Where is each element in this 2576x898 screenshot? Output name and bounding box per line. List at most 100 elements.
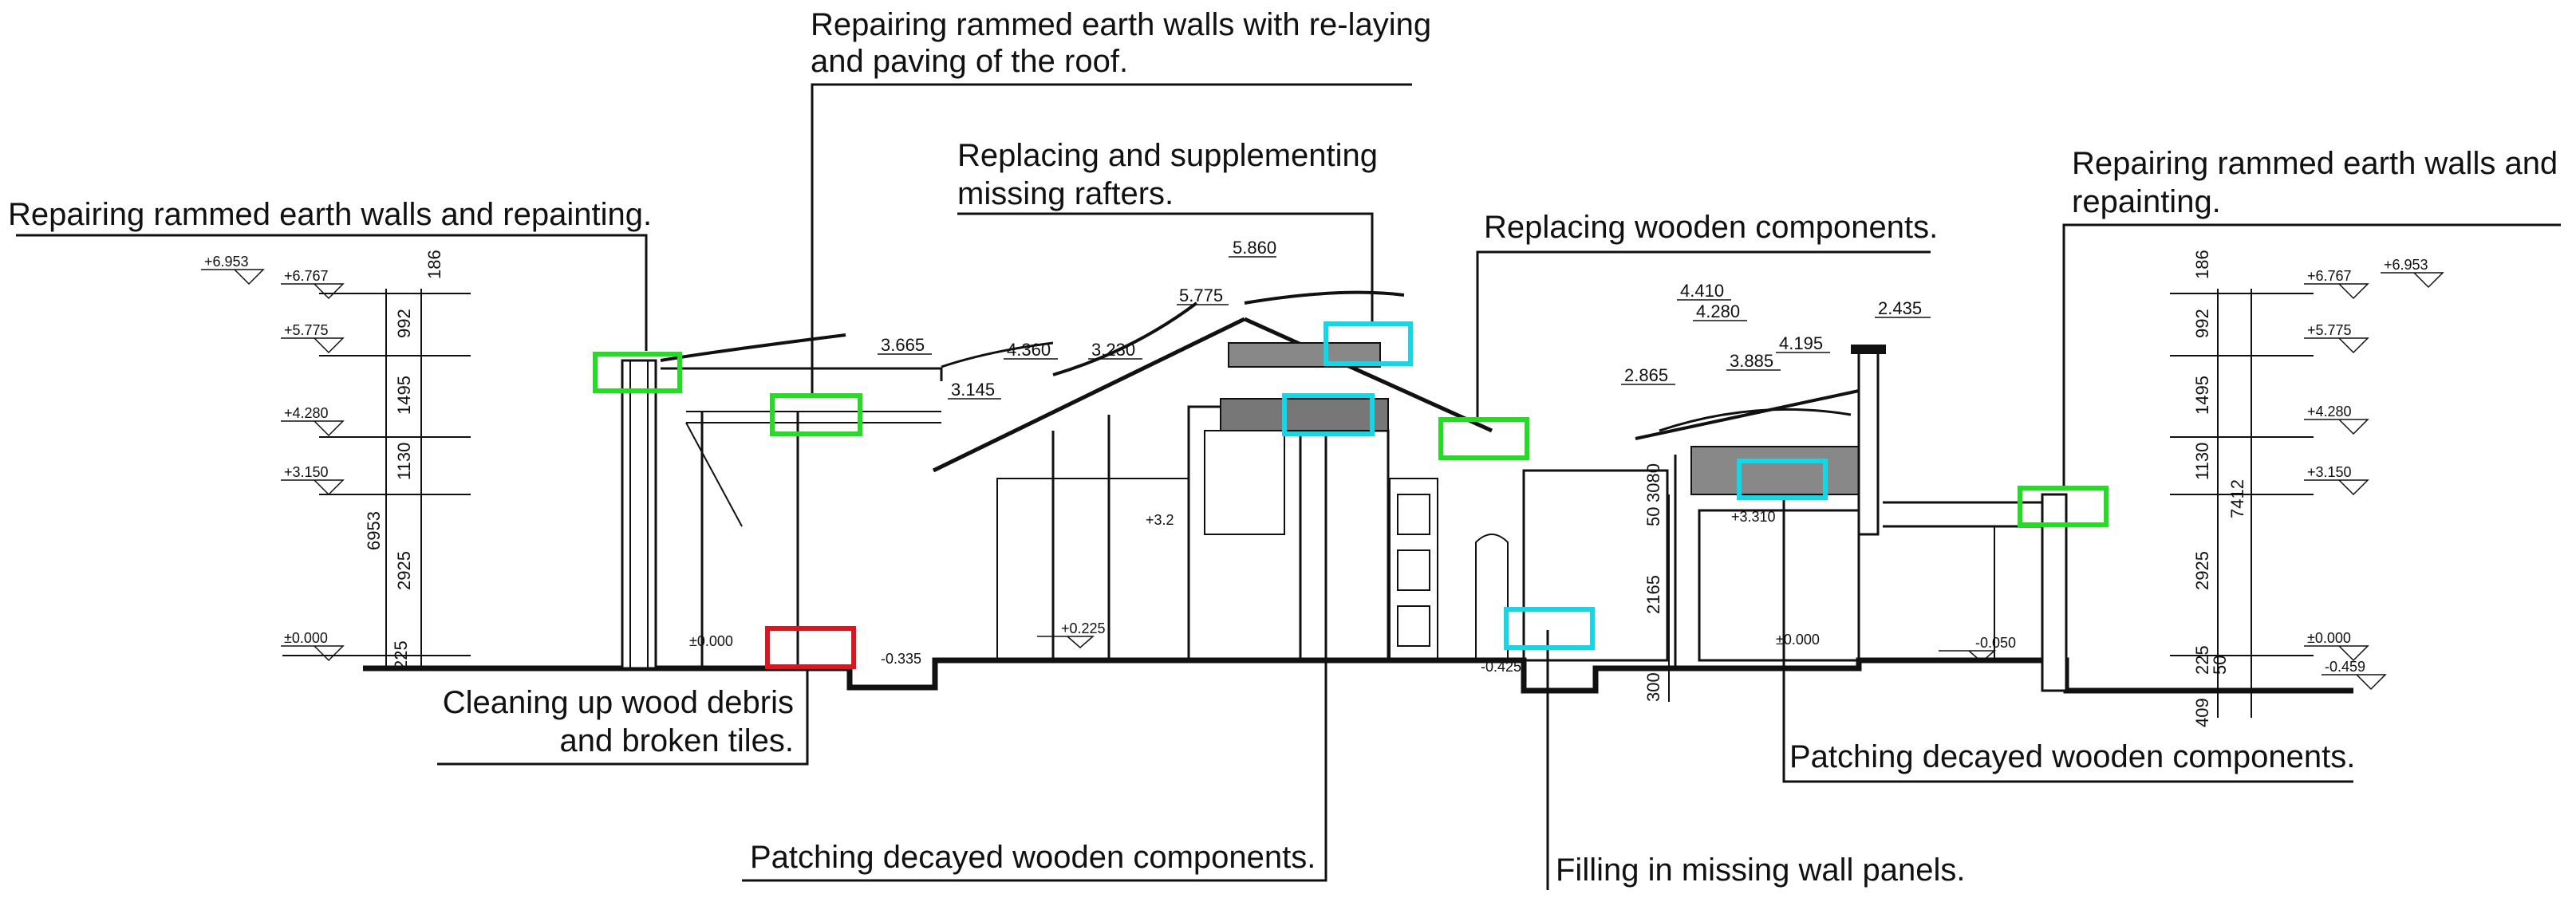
- elev-left-6953: +6.953: [204, 254, 249, 270]
- dim-left-992: 992: [394, 309, 414, 338]
- height-2435: 2.435: [1878, 298, 1922, 318]
- annotation-roof-line1: Repairing rammed earth walls with re-lay…: [811, 7, 1431, 42]
- annotation-wall-panels: Filling in missing wall panels.: [1546, 630, 1966, 890]
- dim-right-225: 225: [2192, 645, 2212, 675]
- highlight-wall-panels-cyan: [1504, 607, 1595, 650]
- elev-right-0459: -0.459: [2325, 659, 2365, 675]
- leader-rafters: [957, 212, 1374, 325]
- left-wall: [621, 359, 657, 670]
- courtyard-wall: [1522, 469, 1669, 662]
- annotation-left-walls: Repairing rammed earth walls and repaint…: [8, 197, 652, 351]
- leader-left-walls: [16, 234, 648, 351]
- annotation-wooden-text: Replacing wooden components.: [1484, 210, 1938, 245]
- leader-wooden: [1476, 250, 1931, 421]
- annotation-cleanup-line1: Cleaning up wood debris: [443, 685, 794, 720]
- highlight-patch-right-cyan: [1737, 459, 1828, 500]
- dim-right-2925: 2925: [2192, 551, 2212, 590]
- dim-left-2925: 2925: [394, 551, 414, 590]
- annotation-right-walls: Repairing rammed earth walls and repaint…: [2062, 146, 2561, 488]
- elev-left-3150: +3.150: [284, 464, 329, 480]
- dim-right-409: 409: [2192, 698, 2212, 727]
- dim-left-1495: 1495: [394, 376, 414, 415]
- highlight-wooden-green: [1438, 417, 1529, 460]
- height-4280: 4.280: [1696, 301, 1740, 321]
- leader-cleanup: [437, 667, 809, 766]
- elev-right-5775: +5.775: [2307, 322, 2352, 338]
- height-5775: 5.775: [1179, 286, 1223, 305]
- right-elevation-scale: +6.767 +6.953 +5.775 +4.280 +3.150 ±0.00…: [2170, 250, 2444, 727]
- elev-left-5775: +5.775: [284, 322, 329, 338]
- dim-center-3080: 3080: [1643, 463, 1663, 502]
- highlight-roof-green: [770, 393, 862, 436]
- elev-left-6767: +6.767: [284, 268, 329, 284]
- elev-right-4280: +4.280: [2307, 404, 2352, 419]
- highlight-cleanup-red: [765, 626, 856, 669]
- height-3665: 3.665: [881, 335, 925, 355]
- dim-right-1495: 1495: [2192, 376, 2212, 415]
- leader-right-walls: [2062, 223, 2561, 488]
- building-section: [363, 290, 2353, 694]
- height-3885: 3.885: [1730, 351, 1773, 371]
- height-4195: 4.195: [1779, 333, 1823, 353]
- section-level-labels: ±0.000 -0.335 +0.225 +3.2 -0.425 +3.310 …: [689, 509, 2016, 675]
- dim-left-6953: 6953: [364, 511, 384, 550]
- center-dims: 50 3080 2165 300: [1643, 463, 1670, 702]
- annotation-patch-bottom: Patching decayed wooden components.: [742, 405, 1327, 882]
- level-0225: +0.225: [1061, 620, 1106, 636]
- highlight-left-wall-green: [593, 352, 682, 393]
- level-0000-right: ±0.000: [1776, 632, 1820, 648]
- leader-patch-bottom: [742, 405, 1327, 882]
- annotation-left-walls-text: Repairing rammed earth walls and repaint…: [8, 197, 652, 232]
- elev-right-6767: +6.767: [2307, 268, 2352, 284]
- dim-right-50: 50: [2210, 656, 2230, 675]
- main-roof-left: [932, 317, 1246, 473]
- annotation-right-walls-line1: Repairing rammed earth walls and: [2072, 146, 2558, 181]
- dim-left-186: 186: [424, 250, 444, 279]
- elev-left-0000: ±0.000: [284, 630, 328, 646]
- dim-right-1130: 1130: [2192, 443, 2212, 480]
- leader-patch-right: [1782, 490, 2353, 783]
- section-height-labels: 5.860 5.775 3.665 3.145 4.360 3.230 4.41…: [878, 238, 1931, 400]
- height-3145: 3.145: [951, 380, 995, 400]
- annotation-patch-right: Patching decayed wooden components.: [1782, 490, 2355, 783]
- dim-right-7412: 7412: [2227, 479, 2247, 518]
- dim-right-992: 992: [2192, 309, 2212, 338]
- highlight-patch-cyan: [1282, 393, 1375, 436]
- height-4360: 4.360: [1007, 340, 1051, 360]
- annotation-patch-right-text: Patching decayed wooden components.: [1789, 739, 2355, 774]
- level-0335: -0.335: [881, 651, 921, 667]
- chimney: [1857, 349, 1880, 536]
- left-roof-tiles: [660, 333, 846, 362]
- dim-center-300: 300: [1643, 672, 1663, 702]
- level-0425: -0.425: [1481, 659, 1521, 675]
- height-5860: 5.860: [1233, 238, 1276, 258]
- annotation-roof: Repairing rammed earth walls with re-lay…: [811, 7, 1431, 397]
- dim-center-50: 50: [1643, 507, 1663, 526]
- annotation-cleanup: Cleaning up wood debris and broken tiles…: [437, 667, 809, 766]
- elev-right-0000: ±0.000: [2307, 630, 2351, 646]
- left-elevation-scale: +6.953 +6.767 +5.775 +4.280 +3.150 ±0.00…: [201, 250, 471, 670]
- dim-left-1130: 1130: [394, 443, 414, 480]
- annotation-roof-line2: and paving of the roof.: [811, 44, 1128, 79]
- highlight-right-wall-green: [2018, 486, 2109, 527]
- level-0050: -0.050: [1975, 635, 2016, 651]
- elev-left-4280: +4.280: [284, 405, 329, 421]
- level-3310: +3.310: [1731, 509, 1776, 525]
- lattice-door: [1389, 478, 1438, 661]
- annotation-rafters-line1: Replacing and supplementing: [957, 138, 1378, 173]
- elev-right-3150: +3.150: [2307, 464, 2352, 480]
- right-roof: [1635, 389, 1860, 440]
- leader-roof: [811, 83, 1412, 397]
- annotation-rafters: Replacing and supplementing missing raft…: [957, 138, 1378, 325]
- height-2865: 2.865: [1624, 365, 1668, 385]
- highlight-rafters-cyan: [1324, 321, 1413, 366]
- annotation-wall-panels-text: Filling in missing wall panels.: [1556, 853, 1966, 888]
- highlight-boxes: [593, 321, 2109, 669]
- annotation-rafters-line2: missing rafters.: [957, 176, 1174, 211]
- level-0000-left: ±0.000: [689, 633, 733, 649]
- height-3230: 3.230: [1091, 340, 1135, 360]
- annotation-right-walls-line2: repainting.: [2072, 184, 2221, 219]
- level-32: +3.2: [1146, 512, 1174, 528]
- annotation-wooden: Replacing wooden components.: [1476, 210, 1938, 421]
